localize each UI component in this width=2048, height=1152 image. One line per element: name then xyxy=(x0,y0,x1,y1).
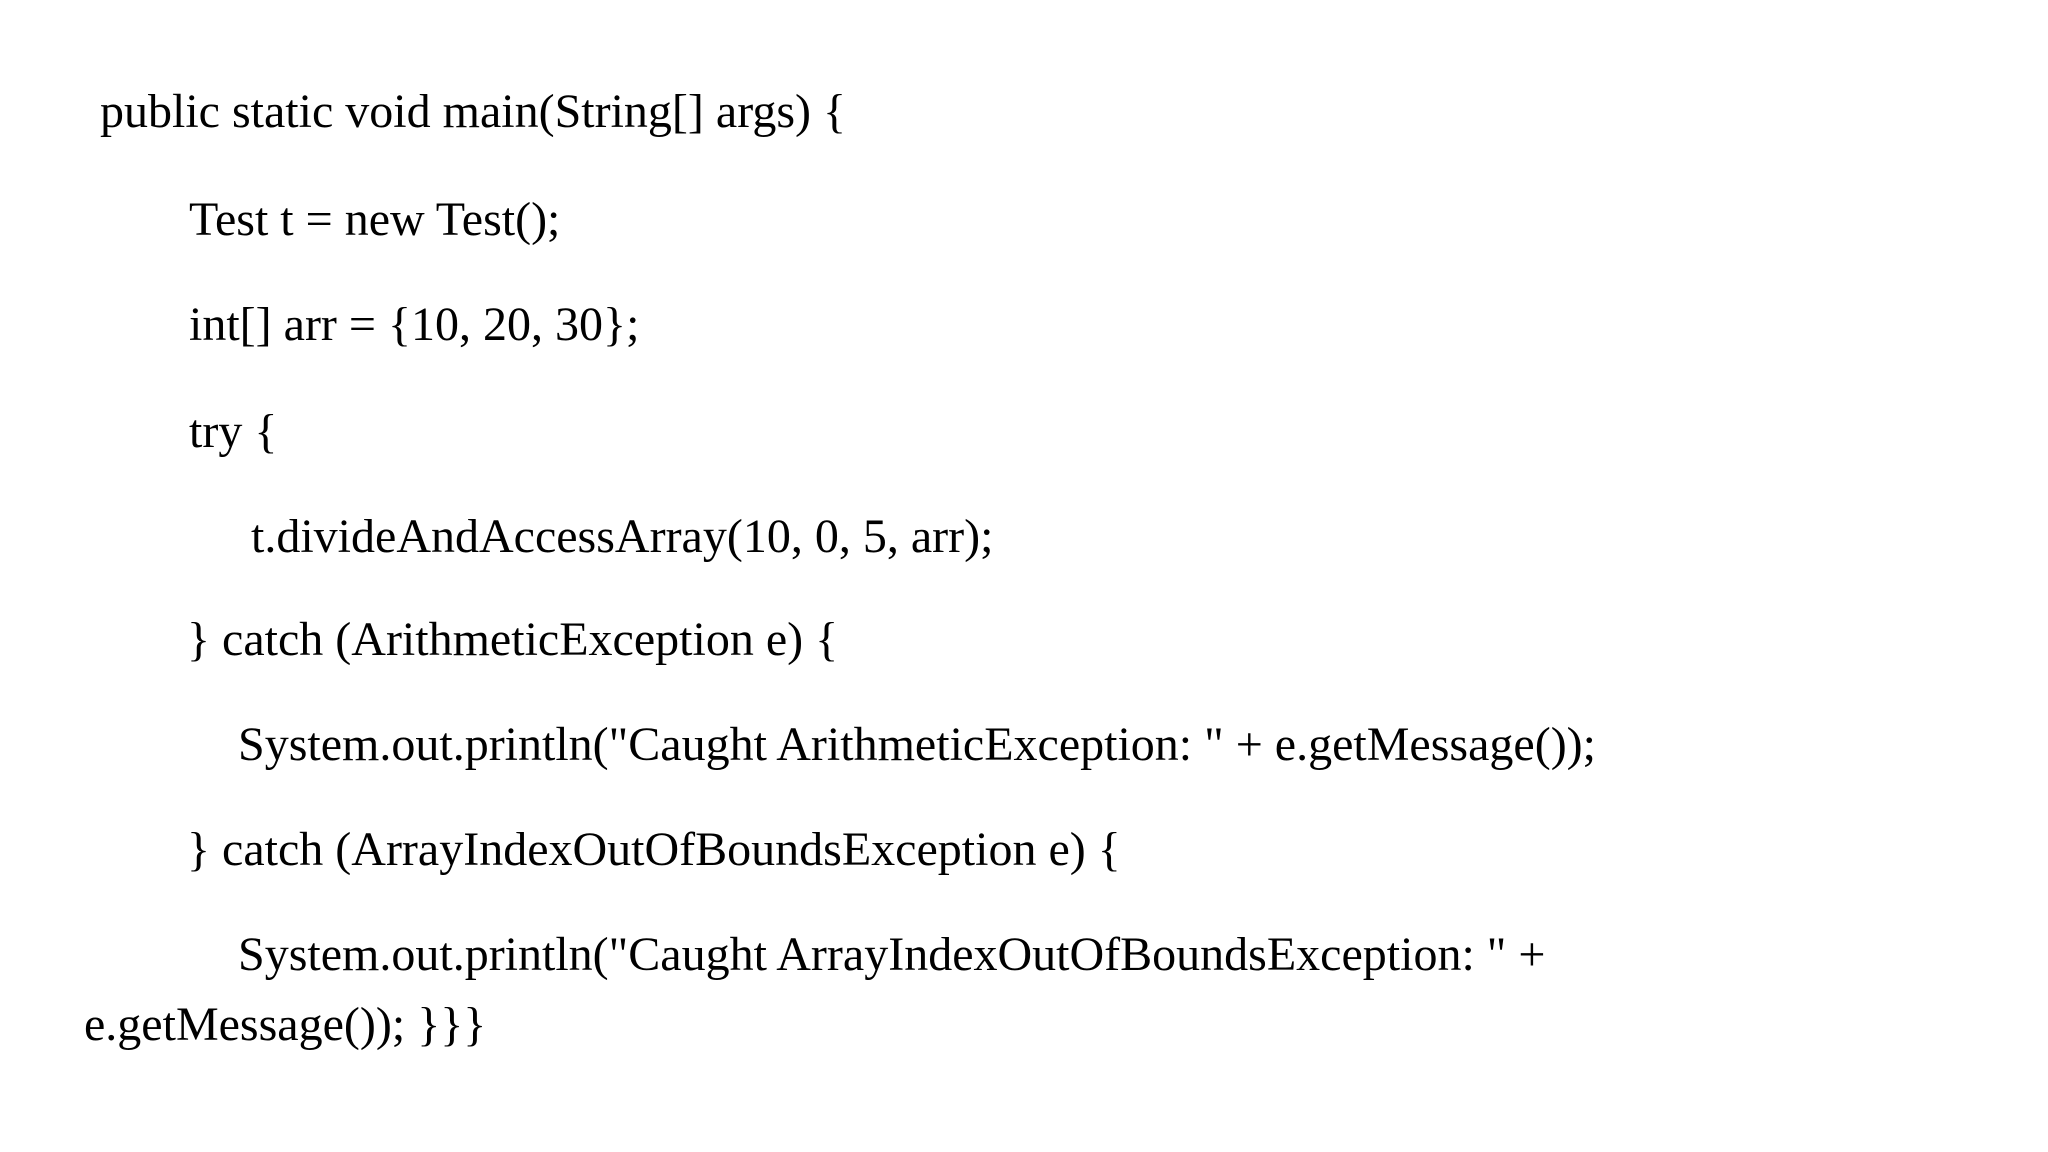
code-line-method-call: t.divideAndAccessArray(10, 0, 5, arr); xyxy=(251,510,994,563)
code-line-println-arrayindex: System.out.println("Caught ArrayIndexOut… xyxy=(238,928,1546,981)
code-line-array-declaration: int[] arr = {10, 20, 30}; xyxy=(189,298,640,351)
code-line-main-signature: public static void main(String[] args) { xyxy=(100,85,847,138)
code-line-println-arithmetic: System.out.println("Caught ArithmeticExc… xyxy=(238,718,1596,771)
code-line-wrap-close-braces: e.getMessage()); }}} xyxy=(84,998,487,1051)
code-line-test-instantiation: Test t = new Test(); xyxy=(189,193,561,246)
code-line-catch-arithmetic: } catch (ArithmeticException e) { xyxy=(187,613,839,666)
code-line-catch-arrayindex: } catch (ArrayIndexOutOfBoundsException … xyxy=(187,823,1121,876)
code-line-try-open: try { xyxy=(189,405,278,458)
